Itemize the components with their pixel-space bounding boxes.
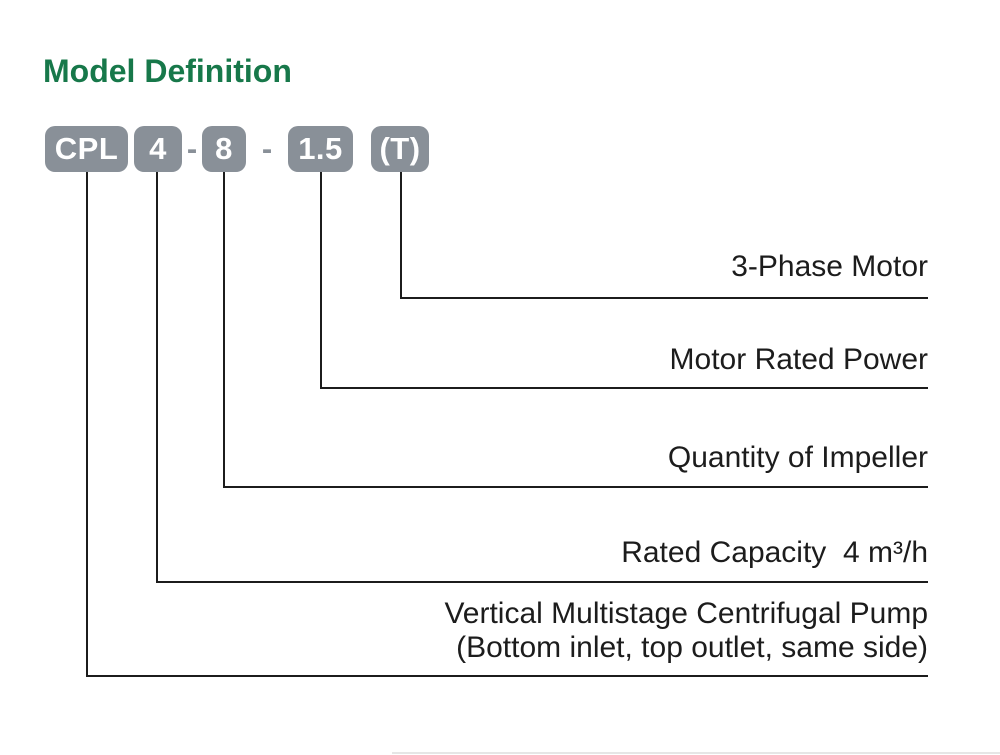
- bottom-edge-line: [392, 752, 1000, 754]
- connector-line-capacity: [156, 172, 928, 583]
- label-quantity-of-impeller: Quantity of Impeller: [667, 441, 928, 474]
- model-badge-capacity: 4: [134, 126, 182, 172]
- model-code-separator: -: [261, 131, 273, 166]
- model-badge-phase: (T): [371, 126, 429, 172]
- label-rated-capacity: Rated Capacity 4 m³/h: [621, 536, 928, 569]
- page-title: Model Definition: [43, 53, 292, 89]
- model-code-separator: -: [186, 131, 198, 166]
- label-pump-type-line1: Vertical Multistage Centrifugal Pump: [444, 597, 928, 630]
- connector-line-motor-power: [320, 172, 928, 389]
- connector-line-phase: [400, 172, 928, 299]
- model-badge-motor-power: 1.5: [288, 126, 353, 172]
- connector-line-impeller-quantity: [223, 172, 928, 488]
- label-pump-type-line2: (Bottom inlet, top outlet, same side): [456, 631, 928, 664]
- label-3-phase-motor: 3-Phase Motor: [731, 250, 928, 283]
- model-badge-impeller-quantity: 8: [202, 126, 246, 172]
- connector-line-series: [86, 172, 928, 677]
- label-pump-type: Vertical Multistage Centrifugal Pump (Bo…: [444, 597, 928, 665]
- label-motor-rated-power: Motor Rated Power: [669, 343, 928, 376]
- model-badge-series: CPL: [45, 126, 128, 172]
